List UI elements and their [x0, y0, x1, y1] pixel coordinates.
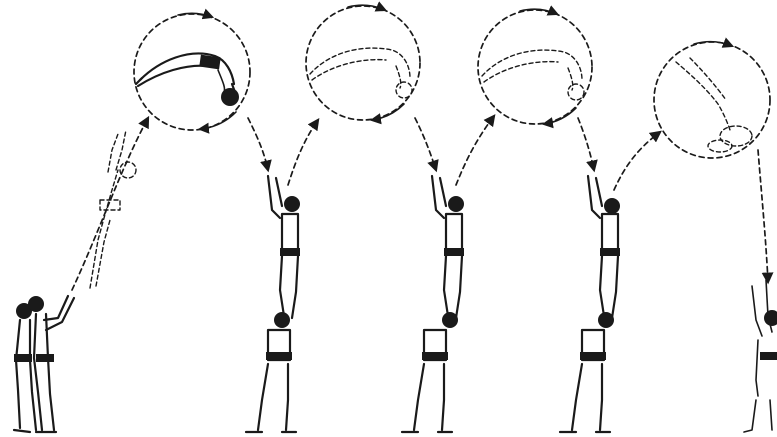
rotation-circle-3: [478, 9, 592, 124]
column-2: [246, 176, 300, 432]
ghost-flyer-2: [310, 48, 412, 98]
somersault-flyer-1: [136, 53, 239, 106]
launch-base-pair: [14, 296, 74, 432]
ghost-flyer-3: [482, 50, 584, 100]
trajectory-arrows: [72, 116, 768, 290]
rotation-circle-1: [134, 13, 250, 130]
rotation-circle-4: [654, 42, 770, 158]
ghost-launch-flyer: [90, 130, 136, 288]
base-head-front: [28, 296, 44, 312]
catcher-partial: [744, 280, 777, 432]
column-4: [560, 176, 620, 432]
column-3: [402, 176, 464, 432]
ghost-flyer-4: [676, 58, 752, 152]
